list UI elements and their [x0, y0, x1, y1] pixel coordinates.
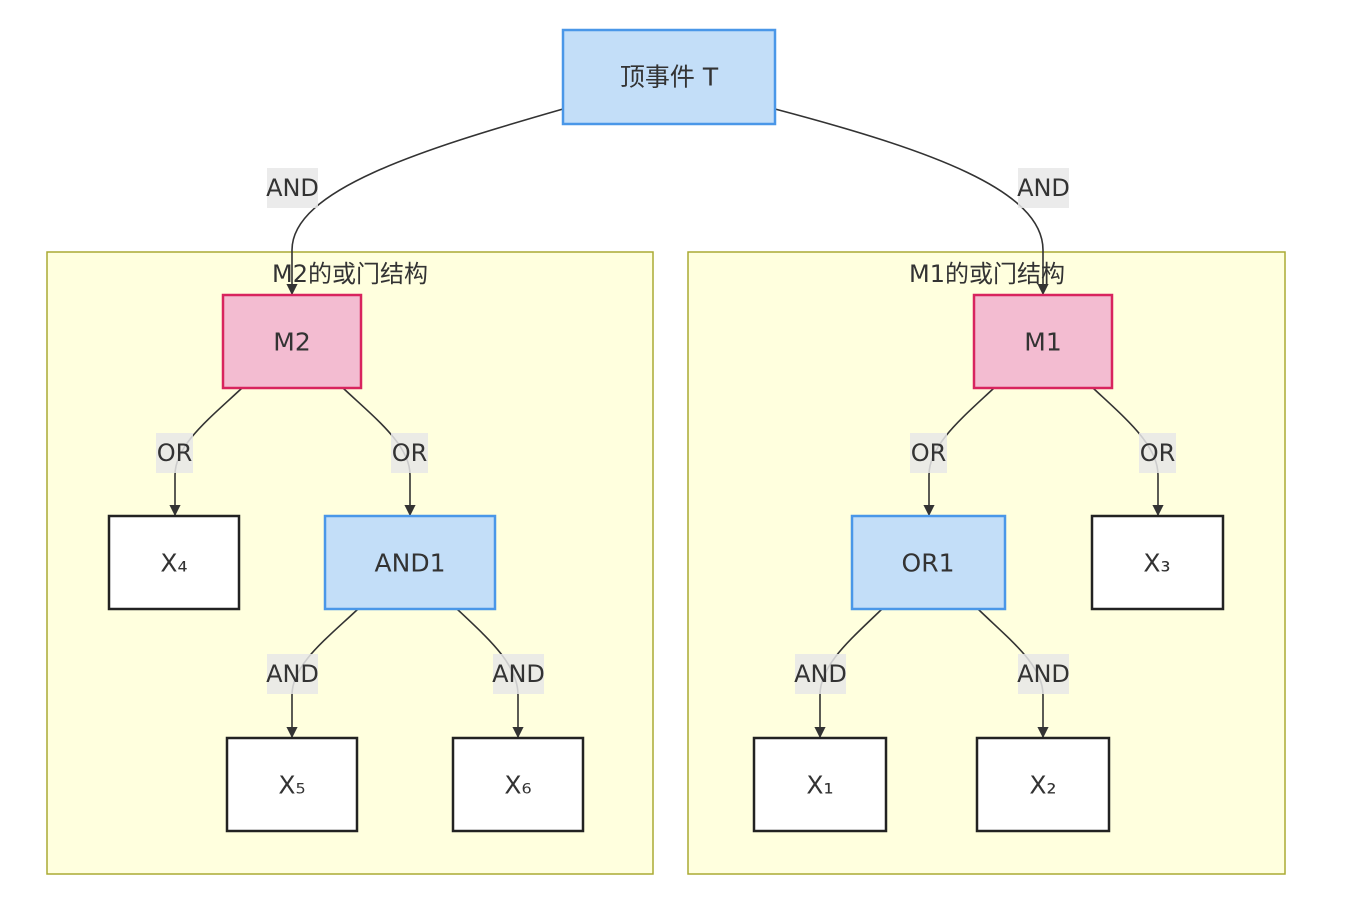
node-x6[interactable]: X₆ [451, 736, 585, 833]
svg-text:AND: AND [1017, 174, 1070, 202]
svg-text:M2: M2 [273, 328, 310, 357]
svg-text:AND: AND [266, 174, 319, 202]
edge-label-m2-x4: OR [156, 433, 193, 473]
cluster-m1-title: M1的或门结构 [909, 260, 1065, 288]
svg-text:AND: AND [794, 660, 847, 688]
svg-text:X₁: X₁ [806, 771, 833, 800]
node-x3[interactable]: X₃ [1090, 514, 1225, 611]
node-x2[interactable]: X₂ [975, 736, 1111, 833]
node-or1[interactable]: OR1 [850, 514, 1007, 611]
node-m1[interactable]: M1 [972, 293, 1114, 390]
svg-text:OR: OR [392, 439, 428, 467]
edge-label-m1-or1: OR [910, 433, 947, 473]
svg-text:OR1: OR1 [902, 549, 955, 578]
svg-text:顶事件 T: 顶事件 T [620, 63, 719, 92]
edge-labels: AND AND OR OR AND AND OR OR [156, 168, 1176, 694]
edge-t-m1 [774, 108, 1049, 296]
edge-label-m2-and1: OR [391, 433, 428, 473]
node-m2[interactable]: M2 [221, 293, 363, 390]
svg-text:X₄: X₄ [160, 549, 187, 578]
node-top-event[interactable]: 顶事件 T [561, 28, 777, 126]
edge-label-and1-x5: AND [266, 654, 319, 694]
svg-text:X₂: X₂ [1029, 771, 1056, 800]
svg-text:OR: OR [157, 439, 193, 467]
svg-text:X₆: X₆ [504, 771, 531, 800]
svg-text:AND: AND [1017, 660, 1070, 688]
edge-t-m2 [286, 108, 564, 296]
node-and1[interactable]: AND1 [323, 514, 497, 611]
svg-text:OR: OR [1140, 439, 1176, 467]
cluster-m2-title: M2的或门结构 [272, 260, 428, 288]
svg-text:AND: AND [492, 660, 545, 688]
svg-text:AND: AND [266, 660, 319, 688]
node-x1[interactable]: X₁ [752, 736, 888, 833]
edge-label-and1-x6: AND [492, 654, 545, 694]
edge-label-or1-x2: AND [1017, 654, 1070, 694]
node-x4[interactable]: X₄ [107, 514, 241, 611]
node-x5[interactable]: X₅ [225, 736, 359, 833]
svg-text:X₃: X₃ [1143, 549, 1170, 578]
svg-text:X₅: X₅ [278, 771, 305, 800]
svg-text:M1: M1 [1024, 328, 1061, 357]
edge-label-or1-x1: AND [794, 654, 847, 694]
edge-label-m1-x3: OR [1139, 433, 1176, 473]
nodes: 顶事件 T M2 M1 X₄ AND1 OR1 X₃ X₅ [107, 28, 1225, 833]
svg-text:AND1: AND1 [375, 549, 446, 578]
edge-label-t-m1: AND [1017, 168, 1070, 208]
edge-label-t-m2: AND [266, 168, 319, 208]
svg-text:OR: OR [911, 439, 947, 467]
